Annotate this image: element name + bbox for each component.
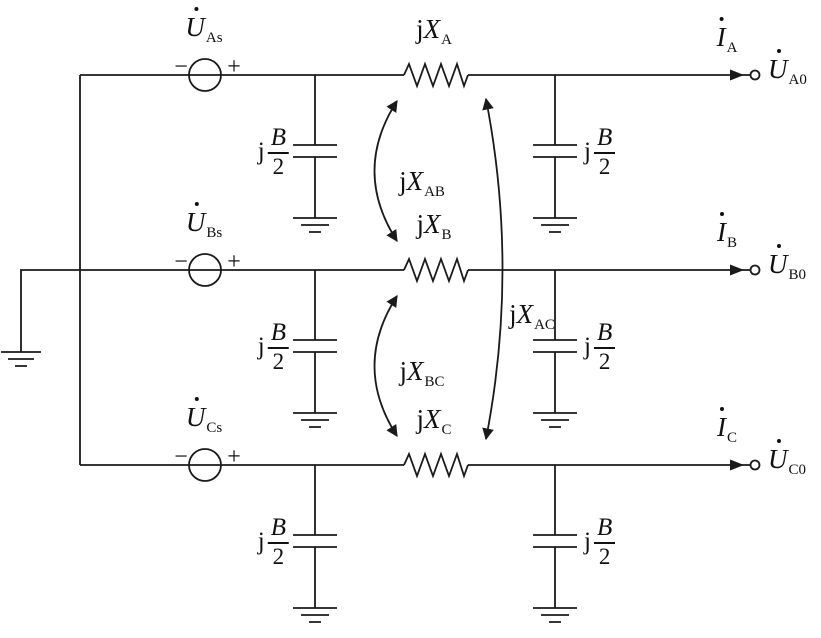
phasor-dot-icon xyxy=(776,244,781,248)
phasor-dot-icon xyxy=(719,212,724,216)
source-minus-sign-b: − xyxy=(174,249,188,275)
source-minus-sign-a: − xyxy=(174,54,188,80)
mutual-reactance-label-ac: jXAC xyxy=(509,299,555,334)
current-label-c: IC xyxy=(717,407,737,446)
terminal-c-node xyxy=(749,459,761,471)
source-plus-sign-a: + xyxy=(227,54,241,80)
source-plus-sign-b: + xyxy=(227,249,241,275)
ground-c-left-icon xyxy=(293,607,337,623)
current-label-a: IA xyxy=(717,17,737,56)
source-voltage-label-b: UBs xyxy=(186,202,222,241)
phasor-dot-icon xyxy=(719,407,724,411)
mutual-arrow-ac-icon xyxy=(482,97,504,441)
source-minus-sign-c: − xyxy=(174,444,188,470)
phasor-dot-icon xyxy=(776,439,781,443)
terminal-a-node xyxy=(749,69,761,81)
mutual-arrow-ab-icon xyxy=(373,100,398,242)
phasor-dot-icon xyxy=(194,7,199,11)
terminal-voltage-label-a: UA0 xyxy=(768,49,807,88)
source-voltage-label-c: UCs xyxy=(186,397,222,436)
ground-a-right-icon xyxy=(533,217,577,233)
ground-b-left-icon xyxy=(293,412,337,428)
capacitor-c-right xyxy=(533,465,577,608)
source-c-symbol xyxy=(188,448,222,482)
capacitor-b-left xyxy=(293,270,337,413)
series-reactance-label-c: jXC xyxy=(416,404,452,439)
phasor-dot-icon xyxy=(719,17,724,21)
current-arrow-b-icon xyxy=(730,264,744,276)
ground-c-right-icon xyxy=(533,607,577,623)
reactance-b-symbol xyxy=(403,256,469,284)
current-arrow-a-icon xyxy=(730,69,744,81)
source-b-symbol xyxy=(188,253,222,287)
phasor-dot-icon xyxy=(194,202,199,206)
series-reactance-label-b: jXB xyxy=(416,209,452,244)
reactance-c-symbol xyxy=(403,451,469,479)
ground-b-right-icon xyxy=(533,412,577,428)
terminal-b-node xyxy=(749,264,761,276)
capacitor-a-left xyxy=(293,75,337,218)
series-reactance-label-a: jXA xyxy=(416,14,452,49)
reactance-a-symbol xyxy=(403,61,469,89)
neutral-wire xyxy=(20,269,80,352)
current-label-b: IB xyxy=(717,212,737,251)
capacitor-c-left xyxy=(293,465,337,608)
source-voltage-label-a: UAs xyxy=(185,7,223,46)
phasor-dot-icon xyxy=(194,397,199,401)
mutual-arrow-bc-icon xyxy=(373,295,398,437)
ground-a-left-icon xyxy=(293,217,337,233)
capacitor-b-right xyxy=(533,270,577,413)
source-plus-sign-c: + xyxy=(227,444,241,470)
mutual-reactance-label-bc: jXBC xyxy=(399,356,445,391)
neutral-ground-icon xyxy=(1,351,41,367)
terminal-voltage-label-b: UB0 xyxy=(768,244,806,283)
current-arrow-c-icon xyxy=(730,459,744,471)
terminal-voltage-label-c: UC0 xyxy=(768,439,806,478)
capacitor-a-right xyxy=(533,75,577,218)
phasor-dot-icon xyxy=(776,49,781,53)
source-a-symbol xyxy=(188,58,222,92)
mutual-reactance-label-ab: jXAB xyxy=(399,166,445,201)
